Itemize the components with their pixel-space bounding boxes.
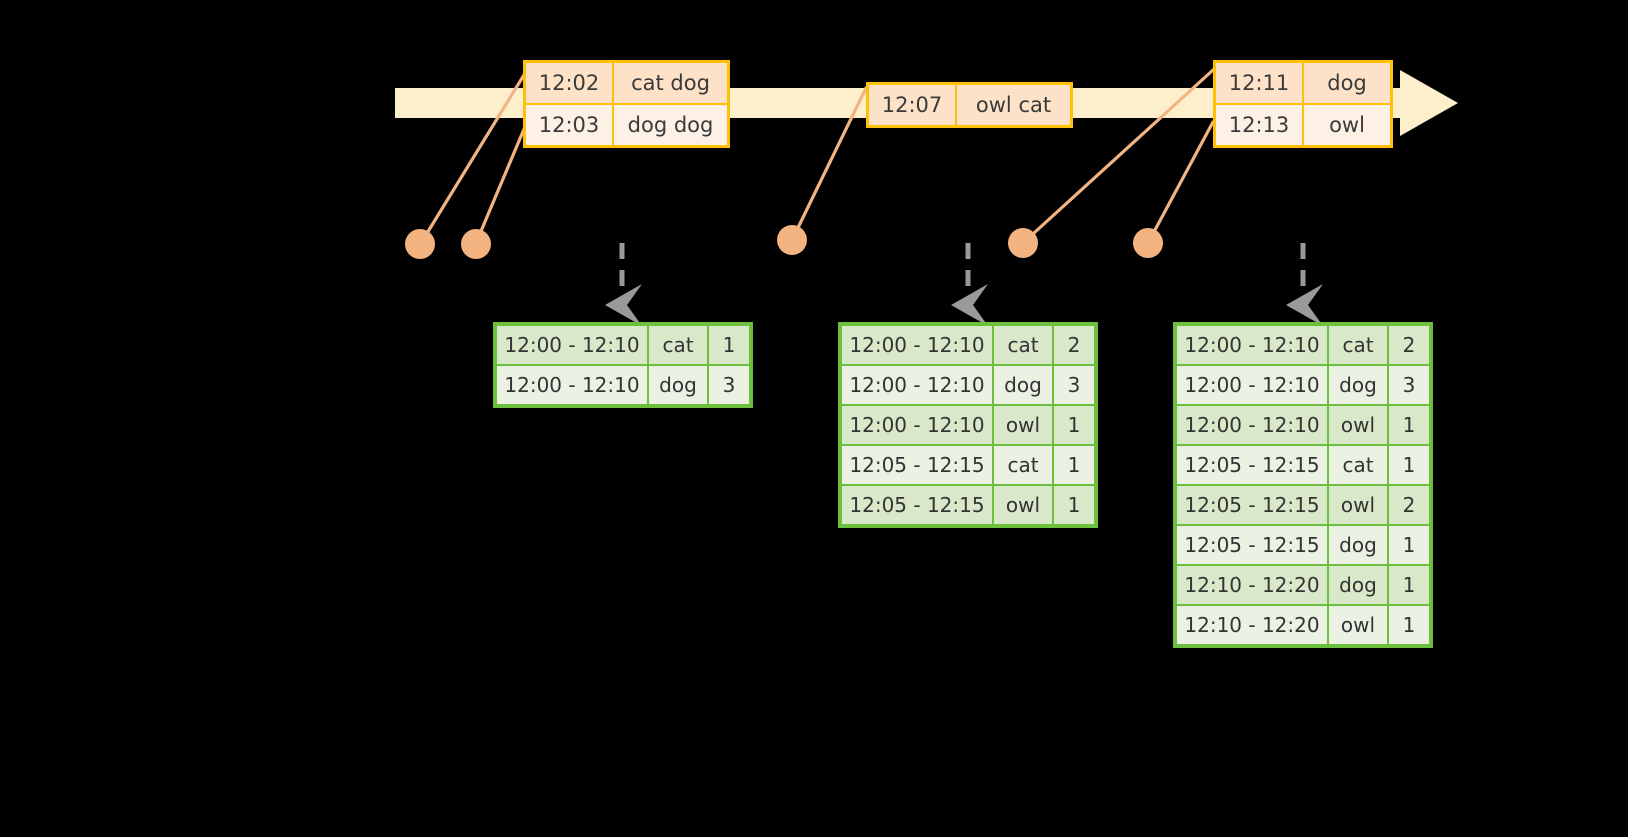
key-cell: owl	[1329, 606, 1387, 644]
table-row[interactable]: 12:00 - 12:10 cat 2	[1177, 326, 1429, 364]
count-cell: 1	[1054, 446, 1094, 484]
connector-line-5	[1146, 120, 1215, 245]
emit-arrows	[605, 243, 1323, 327]
table-row[interactable]: 12:00 - 12:10 cat 2	[842, 326, 1094, 364]
event-dot-4	[1008, 228, 1038, 258]
key-cell: dog	[1329, 366, 1387, 404]
key-cell: cat	[994, 446, 1052, 484]
event-payload: owl	[1304, 105, 1390, 145]
event-payload: dog dog	[614, 105, 727, 145]
count-cell: 1	[1054, 486, 1094, 524]
window-cell: 12:10 - 12:20	[1177, 566, 1327, 604]
table-row[interactable]: 12:00 - 12:10 dog 3	[497, 366, 749, 404]
event-time: 12:02	[526, 63, 614, 103]
event-dot-5	[1133, 228, 1163, 258]
table-row[interactable]: 12:05 - 12:15 owl 1	[842, 486, 1094, 524]
table-row[interactable]: 12:05 - 12:15 cat 1	[1177, 446, 1429, 484]
window-cell: 12:05 - 12:15	[1177, 526, 1327, 564]
event-dots	[405, 225, 1163, 259]
table-row[interactable]: 12:10 - 12:20 dog 1	[1177, 566, 1429, 604]
count-cell: 3	[1054, 366, 1094, 404]
window-cell: 12:00 - 12:10	[497, 366, 647, 404]
count-cell: 1	[1389, 406, 1429, 444]
count-cell: 1	[709, 326, 749, 364]
event-box-1[interactable]: 12:02 cat dog 12:03 dog dog	[523, 60, 730, 148]
event-row[interactable]: 12:13 owl	[1216, 103, 1390, 145]
event-box-3[interactable]: 12:11 dog 12:13 owl	[1213, 60, 1393, 148]
window-cell: 12:00 - 12:10	[1177, 326, 1327, 364]
count-cell: 2	[1389, 486, 1429, 524]
window-cell: 12:00 - 12:10	[497, 326, 647, 364]
key-cell: dog	[649, 366, 707, 404]
key-cell: dog	[994, 366, 1052, 404]
event-time: 12:07	[869, 85, 957, 125]
event-payload: owl cat	[957, 85, 1070, 125]
count-cell: 1	[1389, 526, 1429, 564]
table-row[interactable]: 12:05 - 12:15 cat 1	[842, 446, 1094, 484]
window-cell: 12:00 - 12:10	[842, 406, 992, 444]
key-cell: cat	[1329, 446, 1387, 484]
count-cell: 1	[1389, 606, 1429, 644]
event-time: 12:03	[526, 105, 614, 145]
window-cell: 12:00 - 12:10	[842, 326, 992, 364]
aggregate-table-3[interactable]: 12:00 - 12:10 cat 2 12:00 - 12:10 dog 3 …	[1173, 322, 1433, 648]
event-row[interactable]: 12:07 owl cat	[869, 85, 1070, 125]
event-payload: cat dog	[614, 63, 727, 103]
window-cell: 12:10 - 12:20	[1177, 606, 1327, 644]
count-cell: 2	[1054, 326, 1094, 364]
aggregate-table-1[interactable]: 12:00 - 12:10 cat 1 12:00 - 12:10 dog 3	[493, 322, 753, 408]
event-row[interactable]: 12:02 cat dog	[526, 63, 727, 103]
table-row[interactable]: 12:00 - 12:10 owl 1	[1177, 406, 1429, 444]
aggregate-table-2[interactable]: 12:00 - 12:10 cat 2 12:00 - 12:10 dog 3 …	[838, 322, 1098, 528]
count-cell: 1	[1054, 406, 1094, 444]
event-dot-3	[777, 225, 807, 255]
table-row[interactable]: 12:00 - 12:10 owl 1	[842, 406, 1094, 444]
window-cell: 12:00 - 12:10	[1177, 366, 1327, 404]
key-cell: cat	[994, 326, 1052, 364]
table-row[interactable]: 12:05 - 12:15 dog 1	[1177, 526, 1429, 564]
event-dot-1	[405, 229, 435, 259]
connector-line-1	[419, 68, 529, 245]
event-row[interactable]: 12:11 dog	[1216, 63, 1390, 103]
key-cell: cat	[649, 326, 707, 364]
count-cell: 1	[1389, 446, 1429, 484]
table-row[interactable]: 12:00 - 12:10 dog 3	[842, 366, 1094, 404]
connector-line-3	[790, 86, 868, 242]
table-row[interactable]: 12:10 - 12:20 owl 1	[1177, 606, 1429, 644]
event-time: 12:13	[1216, 105, 1304, 145]
window-cell: 12:05 - 12:15	[842, 486, 992, 524]
key-cell: owl	[994, 406, 1052, 444]
table-row[interactable]: 12:00 - 12:10 dog 3	[1177, 366, 1429, 404]
window-cell: 12:05 - 12:15	[842, 446, 992, 484]
window-cell: 12:00 - 12:10	[1177, 406, 1327, 444]
window-cell: 12:05 - 12:15	[1177, 446, 1327, 484]
table-row[interactable]: 12:00 - 12:10 cat 1	[497, 326, 749, 364]
key-cell: dog	[1329, 526, 1387, 564]
connector-line-2	[474, 120, 529, 245]
count-cell: 3	[1389, 366, 1429, 404]
event-row[interactable]: 12:03 dog dog	[526, 103, 727, 145]
key-cell: owl	[1329, 486, 1387, 524]
event-box-2[interactable]: 12:07 owl cat	[866, 82, 1073, 128]
count-cell: 2	[1389, 326, 1429, 364]
window-cell: 12:05 - 12:15	[1177, 486, 1327, 524]
key-cell: dog	[1329, 566, 1387, 604]
key-cell: cat	[1329, 326, 1387, 364]
key-cell: owl	[1329, 406, 1387, 444]
count-cell: 3	[709, 366, 749, 404]
table-row[interactable]: 12:05 - 12:15 owl 2	[1177, 486, 1429, 524]
event-payload: dog	[1304, 63, 1390, 103]
window-cell: 12:00 - 12:10	[842, 366, 992, 404]
event-time: 12:11	[1216, 63, 1304, 103]
event-dot-2	[461, 229, 491, 259]
key-cell: owl	[994, 486, 1052, 524]
count-cell: 1	[1389, 566, 1429, 604]
